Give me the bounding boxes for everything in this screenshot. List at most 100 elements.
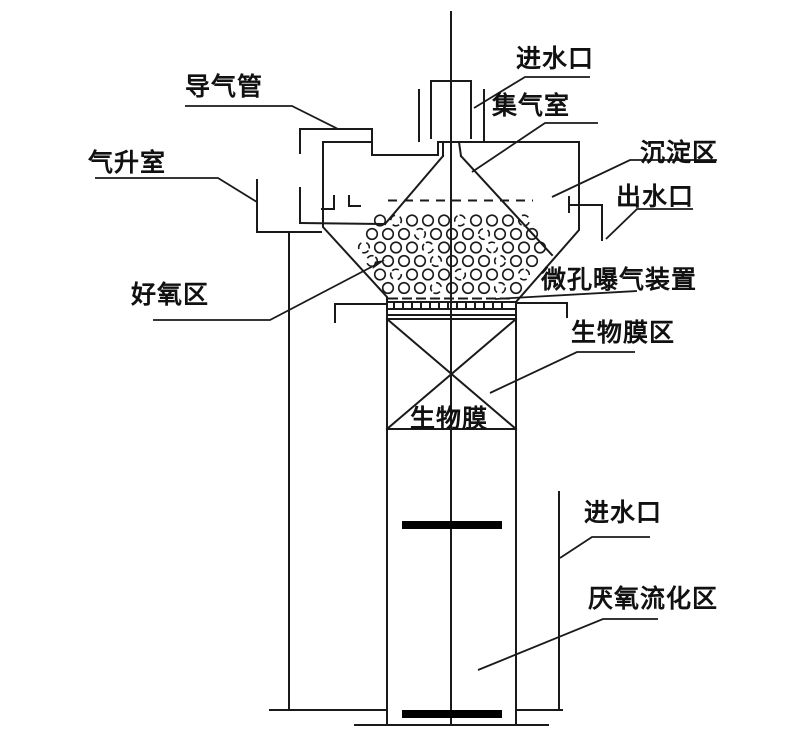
- air-bubble: [501, 241, 515, 254]
- air-bubble: [421, 268, 435, 281]
- funnel-edge-left: [383, 154, 445, 226]
- gas-lift-chamber-box: [256, 179, 322, 233]
- tank-wall-left: [322, 141, 388, 724]
- labels: 进水口 导气管 气升室 集气室 沉淀区 出水口 微孔曝气装置 好氧区 生物膜区 …: [87, 44, 718, 613]
- air-bubble: [365, 227, 379, 241]
- tank-wall-right: [515, 141, 580, 724]
- air-bubble: [485, 268, 499, 281]
- air-bubble: [437, 241, 451, 254]
- tank-top-edge: [322, 141, 580, 156]
- label-biofilm: 生物膜: [410, 404, 488, 433]
- duct-mouth-bracket-right: [348, 195, 361, 207]
- air-bubble: [381, 254, 395, 268]
- air-bubble: [405, 268, 419, 281]
- air-bubble: [365, 254, 379, 268]
- air-bubble: [477, 254, 491, 268]
- distributor-bar-upper: [402, 521, 502, 529]
- air-bubble: [525, 254, 539, 268]
- air-bubble: [389, 241, 403, 254]
- air-bubble: [429, 254, 443, 268]
- air-bubble: [397, 254, 411, 268]
- reactor-structure: [256, 11, 603, 726]
- funnel-edge-right: [459, 154, 554, 257]
- leader-aerobic-zone: [153, 262, 380, 321]
- leader-inlet-top: [473, 76, 590, 109]
- air-bubble: [413, 281, 427, 295]
- air-bubble: [477, 281, 491, 295]
- air-bubble: [453, 214, 467, 227]
- air-bubble: [517, 268, 531, 281]
- air-bubble: [381, 227, 395, 241]
- air-bubble: [429, 281, 443, 295]
- air-bubble: [493, 281, 507, 295]
- air-bubble: [389, 268, 403, 281]
- air-bubble: [421, 241, 435, 254]
- air-bubble: [477, 227, 491, 241]
- air-bubble: [469, 268, 483, 281]
- gas-duct-bottom: [298, 221, 387, 226]
- leader-settling-zone: [551, 159, 717, 198]
- air-bubble: [533, 241, 547, 254]
- label-biofilm-zone: 生物膜区: [571, 318, 675, 347]
- leader-lines: [95, 76, 717, 671]
- leader-gas-guide-pipe: [185, 105, 339, 130]
- label-gas-guide-pipe: 导气管: [185, 72, 263, 101]
- label-micro-aeration-device: 微孔曝气装置: [540, 265, 697, 294]
- leader-gas-collection-chamber: [471, 122, 598, 173]
- air-bubble: [389, 214, 403, 227]
- air-bubble: [493, 254, 507, 268]
- air-bubble: [525, 227, 539, 241]
- air-bubble: [469, 214, 483, 227]
- air-bubble: [493, 227, 507, 241]
- air-bubble: [373, 268, 387, 281]
- label-aerobic-zone: 好氧区: [130, 280, 209, 309]
- label-water-outlet: 出水口: [616, 182, 694, 211]
- air-bubble: [421, 214, 435, 227]
- air-bubble: [413, 254, 427, 268]
- funnel-apex-right: [457, 140, 463, 158]
- air-bubble: [405, 214, 419, 227]
- inlet-pipe-box: [430, 80, 472, 139]
- air-bubble: [397, 227, 411, 241]
- air-bubble: [461, 254, 475, 268]
- air-bubble: [413, 227, 427, 241]
- distributor-bar-lower: [402, 710, 502, 718]
- outlet-pipe: [569, 204, 603, 241]
- air-bubble: [453, 241, 467, 254]
- biofilm-cross-2: [385, 317, 518, 431]
- leader-gas-lift-chamber: [95, 177, 258, 203]
- label-gas-lift-chamber: 气升室: [87, 148, 166, 177]
- air-bubble: [461, 227, 475, 241]
- air-bubble: [381, 281, 395, 295]
- air-bubble: [485, 241, 499, 254]
- air-bubble: [429, 227, 443, 241]
- aerobic-zone-bubbles: [357, 214, 547, 295]
- air-bubble: [485, 214, 499, 227]
- leader-water-outlet: [605, 208, 693, 240]
- label-gas-collection-chamber: 集气室: [491, 91, 570, 120]
- air-bubble: [437, 214, 451, 227]
- cone-bracket-left: [334, 303, 388, 323]
- air-bubble: [501, 214, 515, 227]
- aerobic-zone-arrowhead: [372, 260, 385, 269]
- air-bubble: [509, 281, 523, 295]
- air-bubble: [453, 268, 467, 281]
- label-inlet-bottom: 进水口: [584, 498, 662, 527]
- leader-micro-aeration-device: [494, 290, 638, 300]
- air-bubble: [509, 254, 523, 268]
- leader-inlet-bottom: [559, 536, 650, 559]
- air-bubble: [405, 241, 419, 254]
- air-bubble: [373, 214, 387, 227]
- air-bubble: [461, 281, 475, 295]
- air-bubble: [437, 268, 451, 281]
- label-inlet-top: 进水口: [516, 44, 594, 73]
- air-bubble: [501, 268, 515, 281]
- air-bubble: [517, 241, 531, 254]
- aeration-strip-ticks: [393, 301, 503, 310]
- leader-biofilm-zone: [489, 351, 635, 394]
- label-settling-zone: 沉淀区: [640, 138, 718, 167]
- air-bubble: [397, 281, 411, 295]
- air-bubble: [509, 227, 523, 241]
- label-anaerobic-fluidized-zone: 厌氧流化区: [588, 584, 718, 613]
